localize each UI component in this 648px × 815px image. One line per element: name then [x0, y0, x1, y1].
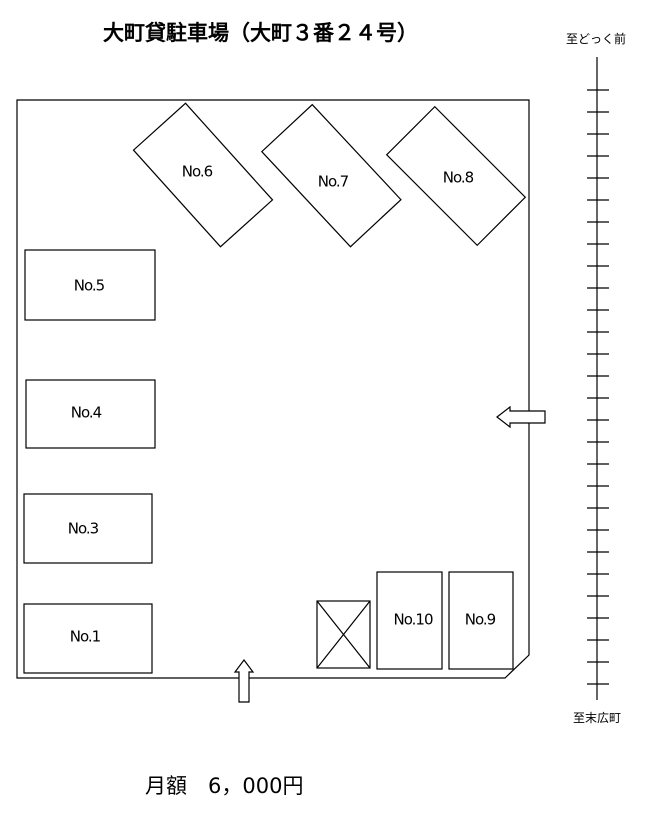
space-label: No.6 [182, 163, 213, 181]
space-label: No.10 [394, 611, 433, 629]
space-label: No.8 [443, 169, 474, 187]
space-label: No.7 [318, 173, 349, 191]
space-label: No.4 [71, 404, 102, 422]
parking-space-6: No.6 [132, 102, 274, 248]
parking-space-10: No.10 [376, 571, 443, 670]
space-label: No.1 [70, 628, 101, 646]
road: 至どっく前 至末広町 [566, 31, 626, 725]
monthly-fee: 月額 6，000円 [145, 774, 303, 798]
space-label: No.5 [74, 277, 105, 295]
road-ticks [587, 89, 609, 685]
space-label: No.3 [68, 520, 99, 538]
parking-space-7: No.7 [260, 103, 402, 248]
space-label: No.9 [465, 611, 496, 629]
road-north-label: 至どっく前 [566, 31, 626, 46]
page-title: 大町貸駐車場（大町３番２４号） [103, 21, 418, 45]
road-south-label: 至末広町 [573, 711, 621, 725]
left-arrow-icon [496, 405, 546, 429]
parking-space-8: No.8 [385, 105, 527, 247]
parking-space-3: No.3 [23, 493, 153, 564]
parking-space-5: No.5 [24, 249, 156, 321]
unavailable-space [316, 600, 371, 669]
parking-space-4: No.4 [25, 379, 156, 449]
parking-space-1: No.1 [23, 603, 153, 674]
up-arrow-icon [233, 659, 255, 703]
parking-space-9: No.9 [448, 571, 514, 670]
lot-boundary [16, 99, 530, 679]
